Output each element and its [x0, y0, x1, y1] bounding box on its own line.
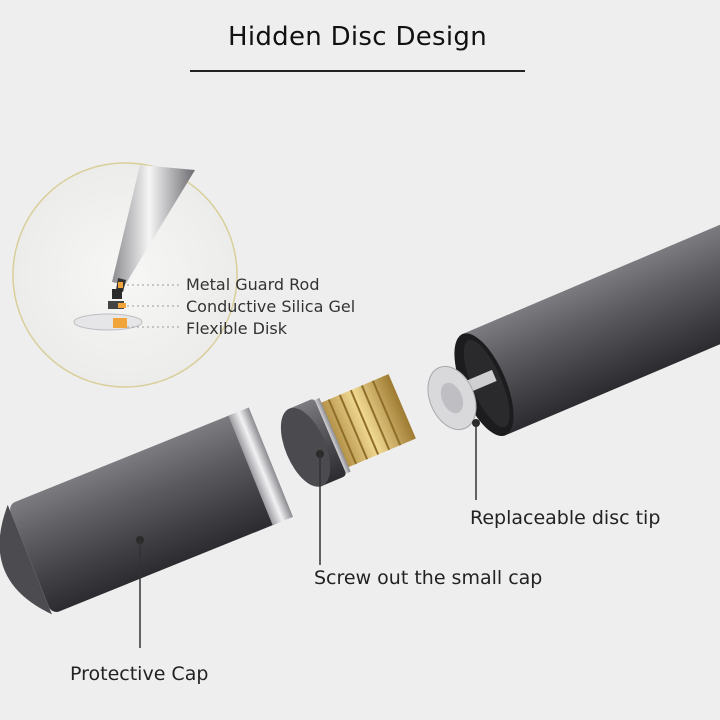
small-cap: [280, 374, 416, 487]
title-underline: [190, 70, 525, 72]
callout-protective-cap: Protective Cap: [70, 663, 209, 685]
zoom-label-flexible-disk: Flexible Disk: [186, 319, 288, 338]
zoom-circle: [12, 162, 238, 388]
callout-replaceable-disc-tip: Replaceable disc tip: [470, 507, 661, 529]
page-title: Hidden Disc Design: [227, 22, 488, 52]
callout-screw-out-small-cap: Screw out the small cap: [314, 567, 543, 589]
pen-body: [454, 209, 720, 437]
disc-tip: [427, 365, 497, 431]
protective-cap: [0, 407, 294, 615]
zoom-label-conductive-silica-gel: Conductive Silica Gel: [186, 297, 356, 316]
callout-leaders: [136, 419, 480, 648]
zoom-label-metal-guard-rod: Metal Guard Rod: [186, 275, 320, 294]
